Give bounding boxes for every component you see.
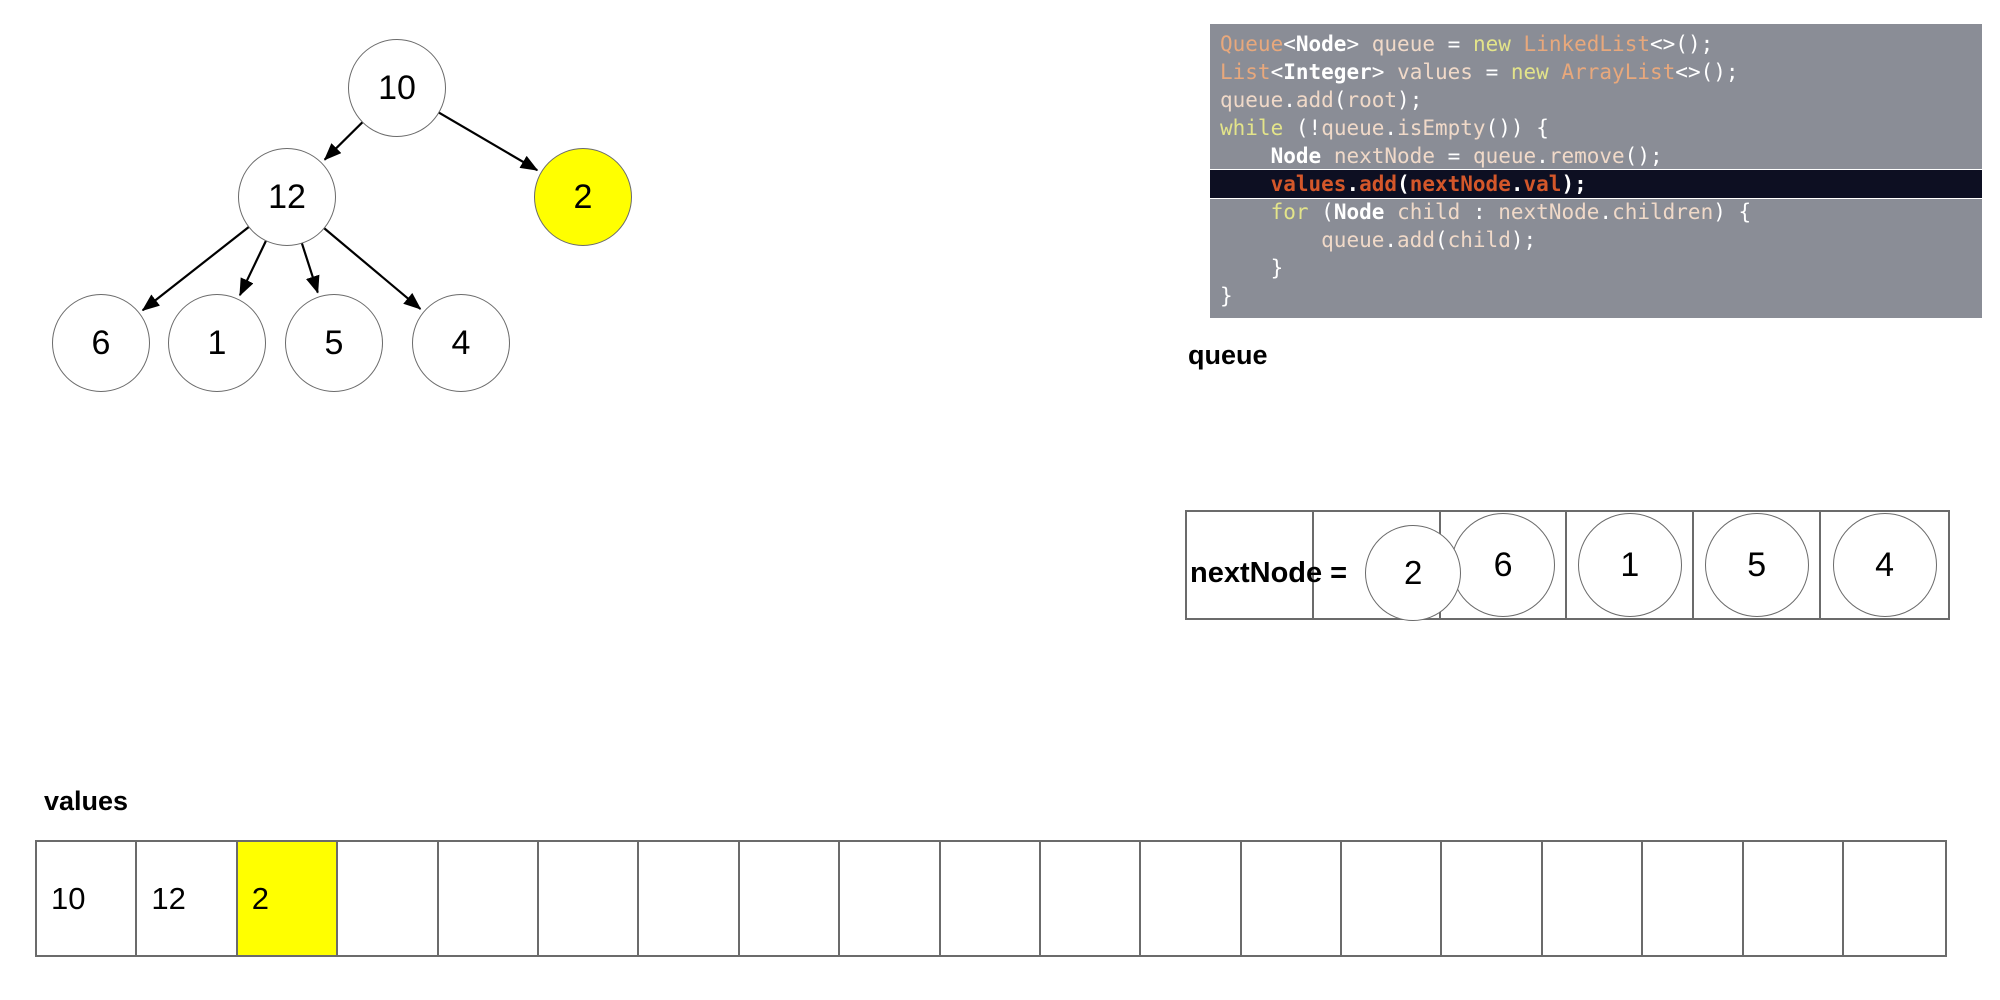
code-line: Queue<Node> queue = new LinkedList<>(); — [1220, 32, 1714, 56]
queue-node-circle: 1 — [1577, 513, 1682, 617]
code-line: queue.add(child); — [1321, 228, 1537, 252]
next-node-label: nextNode = — [1190, 556, 1348, 589]
queue-cell — [1187, 512, 1314, 618]
queue-node-circle: 5 — [1704, 513, 1809, 617]
values-cell — [1141, 842, 1242, 955]
tree-node-n6: 6 — [52, 294, 150, 392]
tree-edges-svg — [141, 111, 539, 312]
next-node-row: nextNode = 2 — [1190, 518, 1610, 628]
values-cell — [1041, 842, 1142, 955]
tree-edge — [238, 239, 268, 297]
tree-node-n12: 12 — [238, 148, 336, 246]
queue-label: queue — [1188, 340, 1268, 370]
values-cell — [639, 842, 740, 955]
queue-node-circle: 4 — [1832, 513, 1937, 617]
tree-node-root: 10 — [348, 39, 446, 137]
values-cell: 12 — [137, 842, 238, 955]
values-cell — [1643, 842, 1744, 955]
values-cell — [1543, 842, 1644, 955]
tree-edge — [323, 121, 364, 161]
code-line: queue.add(root); — [1220, 88, 1423, 112]
values-cell — [1844, 842, 1944, 955]
code-snippet: Queue<Node> queue = new LinkedList<>(); L… — [1210, 24, 1982, 318]
values-cell: 10 — [37, 842, 138, 955]
tree-node-n4: 4 — [412, 294, 510, 392]
code-line-highlighted: values.add(nextNode.val); — [1210, 170, 1982, 198]
code-line: } — [1270, 256, 1284, 280]
values-label: values — [44, 786, 129, 816]
queue-cell: 1 — [1567, 512, 1695, 618]
values-cell — [1744, 842, 1845, 955]
tree-edge-layer — [141, 111, 539, 312]
code-line: } — [1220, 284, 1233, 308]
code-line: List<Integer> values = new ArrayList<>()… — [1220, 60, 1739, 84]
values-cell — [1342, 842, 1443, 955]
values-cell — [1442, 842, 1543, 955]
tree-edge — [141, 225, 250, 312]
values-cell — [941, 842, 1041, 955]
queue-cell: 4 — [1821, 512, 1948, 618]
tree-node-n2: 2 — [534, 148, 632, 246]
values-cell — [740, 842, 841, 955]
tree-node-n1: 1 — [168, 294, 266, 392]
code-line: Node nextNode = queue.remove(); — [1270, 144, 1663, 168]
code-line: while (!queue.isEmpty()) { — [1220, 116, 1549, 140]
values-cell — [1242, 842, 1343, 955]
values-cell — [539, 842, 640, 955]
code-line: for (Node child : nextNode.children) { — [1270, 200, 1752, 224]
tree-edge — [437, 111, 539, 172]
values-cell — [840, 842, 941, 955]
values-cell — [439, 842, 539, 955]
next-node-value-circle: 2 — [1365, 525, 1462, 621]
tree-edge — [323, 227, 422, 310]
tree-edge — [300, 242, 320, 294]
values-cell-highlighted: 2 — [237, 842, 339, 955]
tree-node-n5: 5 — [285, 294, 383, 392]
queue-cell: 5 — [1694, 512, 1822, 618]
values-cell — [338, 842, 439, 955]
